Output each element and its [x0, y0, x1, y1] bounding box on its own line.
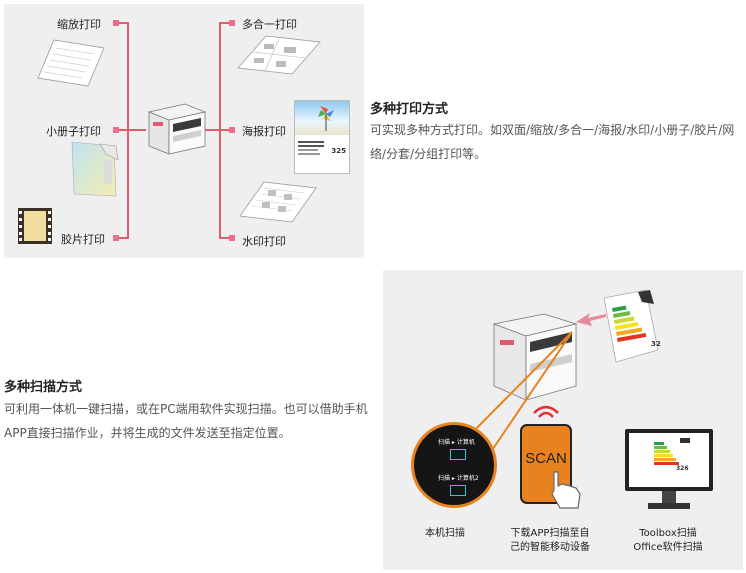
caption-pc-scan: Toolbox扫描 Office软件扫描: [620, 527, 716, 555]
scan-section-body: 可利用一体机一键扫描，或在PC端用软件实现扫描。也可以借助手机APP直接扫描作业…: [4, 402, 368, 440]
caption-app-line1: 下载APP扫描至自: [510, 528, 590, 539]
panel-icon-1: [450, 449, 466, 460]
computer-monitor-illustration: [625, 429, 713, 509]
connector-dot: [229, 20, 235, 26]
label-poster-print: 海报打印: [242, 125, 286, 138]
caption-app-scan: 下载APP扫描至自 己的智能移动设备: [500, 527, 600, 555]
poster-text-lines: [298, 141, 324, 155]
connector-dot: [113, 235, 119, 241]
print-section-body: 可实现多种方式打印。如双面/缩放/多合一/海报/水印/小册子/胶片/网络/分套/…: [370, 123, 735, 161]
scan-section-title: 多种扫描方式: [4, 380, 83, 395]
caption-pc-line2: Office软件扫描: [633, 542, 703, 553]
print-section-title: 多种打印方式: [370, 102, 449, 117]
caption-pc-line1: Toolbox扫描: [639, 528, 697, 539]
poster-image: [295, 101, 349, 135]
left-connector-top: [118, 22, 129, 24]
scan-direction-arrow-icon: [576, 313, 606, 326]
left-connector-mid: [118, 129, 146, 131]
film-strip-icon: [18, 208, 52, 244]
control-panel-closeup: 扫描 ▸ 计算机 扫描 ▸ 计算机2: [411, 422, 497, 508]
panel-icon-2: [450, 485, 466, 496]
caption-device-scan-text: 本机扫描: [425, 528, 465, 539]
monitor-doc-number: 326: [676, 465, 689, 472]
right-connector-top: [219, 22, 230, 24]
multi-page-document-illustration: [237, 35, 321, 75]
panel-row-2: 扫描 ▸ 计算机2: [438, 475, 479, 482]
printer-illustration: [147, 103, 207, 155]
right-connector-bottom: [219, 237, 230, 239]
label-multi-page-print: 多合一打印: [242, 18, 297, 31]
pinwheel-icon: [318, 106, 334, 131]
right-connector-mid: [205, 129, 230, 131]
booklet-illustration: [71, 141, 119, 197]
panel-row-1: 扫描 ▸ 计算机: [438, 439, 475, 446]
connector-dot: [229, 127, 235, 133]
tapping-hand-icon: [551, 471, 581, 509]
connector-dot: [113, 127, 119, 133]
caption-device-scan: 本机扫描: [420, 527, 470, 541]
label-film-print: 胶片打印: [61, 233, 105, 246]
zoomed-document-illustration: [37, 39, 105, 87]
label-watermark-print: 水印打印: [242, 235, 286, 248]
phone-scan-text: SCAN: [525, 450, 567, 467]
watermark-document-illustration: [239, 181, 317, 223]
left-connector-bottom: [118, 237, 129, 239]
energy-label-number: 32: [651, 340, 661, 348]
connector-dot: [229, 235, 235, 241]
wireless-signal-icon: [533, 405, 559, 418]
label-booklet-print: 小册子打印: [46, 125, 101, 138]
connector-dot: [113, 20, 119, 26]
label-zoom-print: 缩放打印: [57, 18, 101, 31]
poster-illustration: 325: [294, 100, 350, 174]
poster-number: 325: [331, 147, 346, 155]
caption-app-line2: 己的智能移动设备: [510, 542, 590, 553]
energy-label-document-illustration: [603, 289, 659, 363]
